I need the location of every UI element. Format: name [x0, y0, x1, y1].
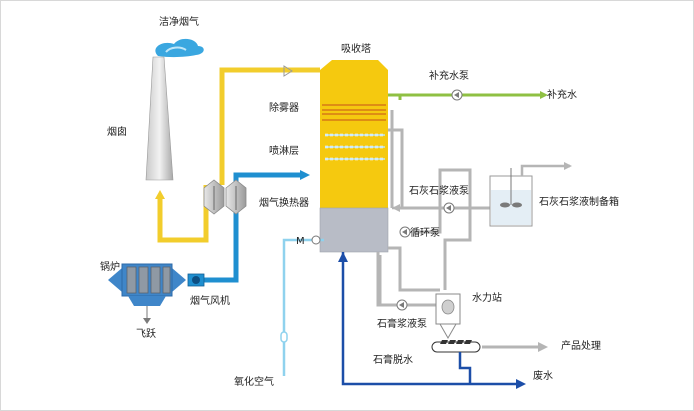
arrow-duct-outlet: [283, 65, 293, 77]
label-gas-heat-exchanger: 烟气换热器: [259, 198, 309, 209]
label-fly-ash: 飞跃: [136, 329, 156, 340]
oxidation-air-valve: [280, 331, 288, 343]
label-product-treatment: 产品处理: [561, 341, 601, 352]
label-oxidation-air: 氧化空气: [234, 377, 274, 388]
label-makeup-water-pump: 补充水泵: [429, 71, 469, 82]
wastewater-up-arrow: [338, 252, 348, 262]
gypsum-slurry-line: [376, 252, 436, 307]
hydrocyclone-station: [435, 293, 461, 340]
label-limestone-slurry-prep-tank: 石灰石浆液制备箱: [539, 197, 619, 208]
label-chimney: 烟囱: [107, 127, 127, 138]
label-motor: M: [296, 236, 305, 247]
boiler-unit: [108, 263, 186, 324]
flue-gas-fan: [187, 273, 205, 287]
oxidation-air-line: [282, 238, 324, 376]
makeup-water-line: [388, 89, 548, 101]
label-hydrocyclone-station: 水力站: [472, 293, 502, 304]
raw-flue-duct: [200, 172, 304, 283]
label-circulation-pump: 循环泵: [410, 228, 440, 239]
wastewater-line: [341, 252, 518, 386]
label-makeup-water: 补充水: [547, 90, 577, 101]
wastewater-arrow: [516, 379, 526, 389]
agitator-motor: [311, 235, 321, 245]
label-clean-flue-gas: 洁净烟气: [159, 17, 199, 28]
absorber-tower: [319, 60, 389, 253]
raw-flue-arrow: [300, 170, 310, 180]
label-gypsum-dewatering: 石膏脱水: [373, 355, 413, 366]
chimney: [145, 56, 174, 181]
arrow-to-chimney: [155, 190, 165, 199]
gypsum-dewatering-belt: [431, 340, 548, 353]
hot-flue-duct: [157, 67, 320, 243]
label-spray-layer: 喷淋层: [269, 146, 299, 157]
clean-flue-gas-plume: [155, 38, 204, 58]
makeup-water-arrow: [540, 91, 548, 99]
gas-heat-exchanger: [203, 179, 247, 215]
label-gypsum-slurry-pump: 石膏浆液泵: [377, 319, 427, 330]
label-demister: 除雾器: [269, 103, 299, 114]
limestone-slurry-prep-tank: [489, 162, 572, 227]
label-limestone-slurry-pump: 石灰石浆液泵: [409, 186, 469, 197]
label-wastewater: 废水: [533, 371, 553, 382]
label-boiler: 锅炉: [100, 262, 120, 273]
limestone-slurry-arrow: [392, 204, 400, 212]
label-flue-gas-fan: 烟气风机: [190, 296, 230, 307]
label-absorber-tower: 吸收塔: [341, 44, 371, 55]
